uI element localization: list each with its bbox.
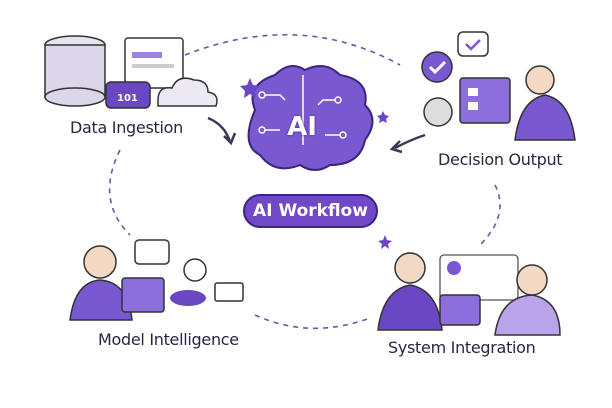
- connector-arrows: [108, 33, 501, 330]
- arrow-top: [184, 33, 401, 66]
- label-decision-output: Decision Output: [438, 150, 563, 169]
- arrow-bottom: [254, 314, 371, 330]
- team-collaboration-icon: [377, 252, 561, 336]
- label-model-intelligence: Model Intelligence: [98, 330, 239, 349]
- star-decorations: [240, 78, 392, 249]
- solid-arrows: [207, 116, 426, 154]
- ai-workflow-title: AI Workflow: [243, 194, 378, 228]
- label-system-integration: System Integration: [388, 338, 536, 357]
- checklist-icon: [421, 31, 576, 141]
- person-laptop-icon: [69, 239, 244, 321]
- arrow-right: [479, 184, 501, 246]
- database-icon: [44, 35, 218, 109]
- arrow-left: [108, 149, 131, 236]
- binary-badge: 101: [117, 93, 138, 104]
- brain-icon: [247, 65, 374, 171]
- label-data-ingestion: Data Ingestion: [70, 118, 183, 137]
- brain-ai-text: AI: [287, 112, 317, 142]
